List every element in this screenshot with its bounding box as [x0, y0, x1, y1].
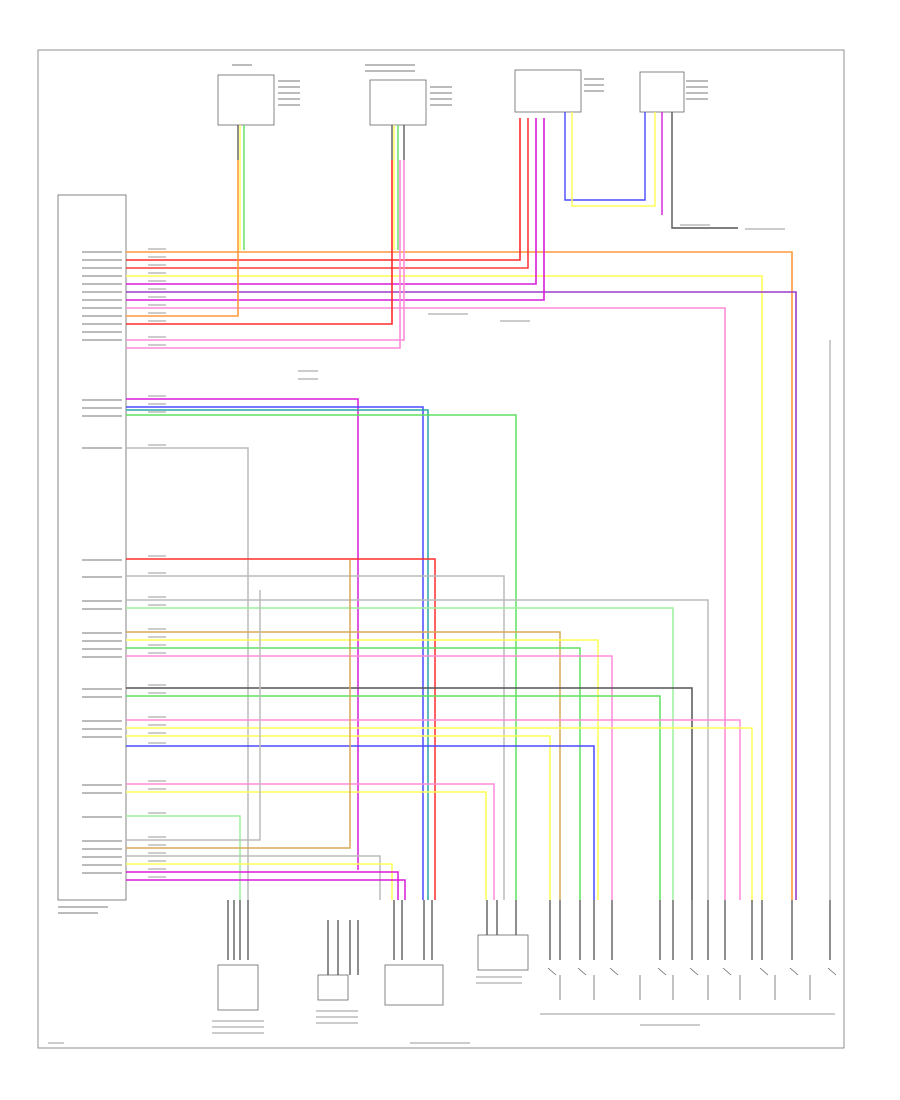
bottom-captions: [48, 976, 700, 1044]
diagram-frame: [37, 49, 845, 1049]
top-connectors: [237, 125, 405, 160]
top-component-4-label: [686, 80, 708, 100]
top-component-2-label: [365, 64, 452, 106]
top-component-3: [514, 69, 582, 113]
bottom-component-4: [477, 934, 529, 971]
module-pin-labels: [82, 251, 122, 874]
bottom-component-1: [217, 964, 259, 1011]
top-component-4: [639, 71, 685, 113]
top-component-2: [369, 79, 427, 126]
wire-labels: [148, 224, 785, 878]
control-module: [57, 194, 127, 901]
upper-wires: [126, 118, 797, 900]
bottom-component-3: [384, 964, 444, 1006]
module-caption: [58, 906, 108, 914]
top-component-1-label: [232, 64, 300, 106]
bottom-connectors: [227, 900, 517, 975]
middle-wires: [126, 340, 831, 900]
bottom-component-2: [317, 974, 349, 1001]
top-component-1: [217, 74, 275, 126]
top-component-wires: [239, 112, 738, 250]
switch-contacts: [547, 967, 837, 1000]
top-component-3-label: [584, 78, 604, 92]
switch-row-connectors: [549, 900, 831, 960]
